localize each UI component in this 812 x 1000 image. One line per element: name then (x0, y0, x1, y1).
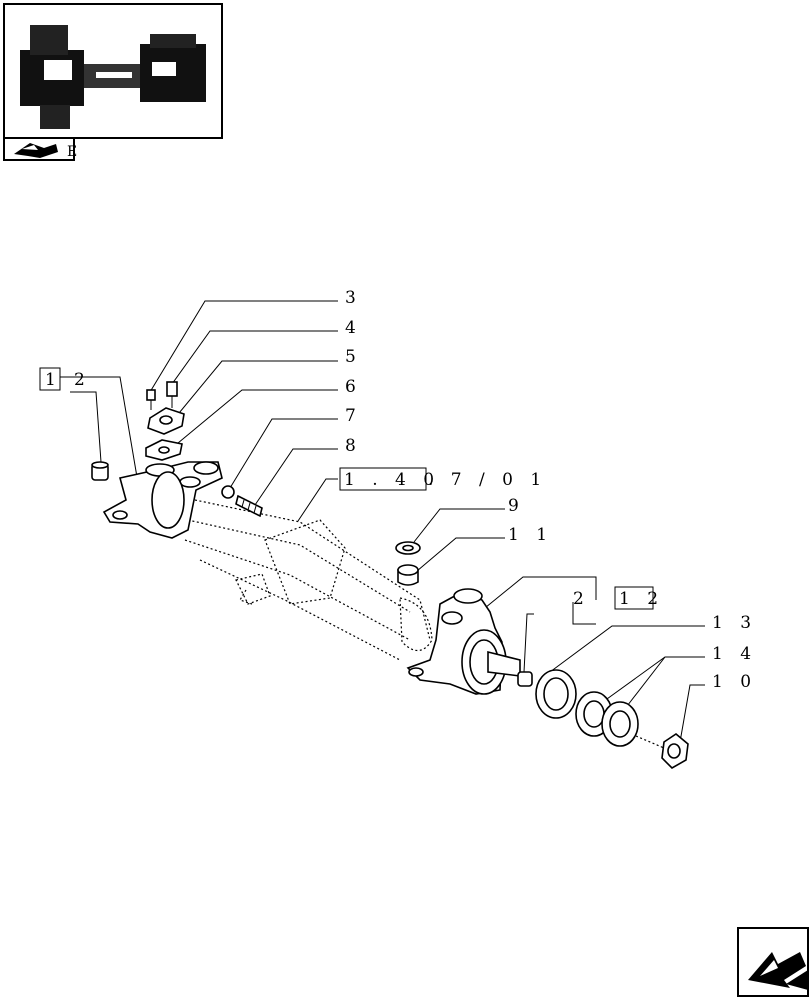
callout-3: 3 (345, 288, 362, 308)
callout-13: 1 3 (712, 613, 757, 633)
arrow-nav-icon[interactable] (737, 927, 809, 997)
part-2-left-bushing[interactable] (91, 461, 109, 481)
thumbnail-axle-image (20, 25, 206, 129)
part-7-plug[interactable] (221, 485, 235, 499)
part-14-bearing-outer[interactable] (601, 701, 639, 747)
right-steering-knuckle[interactable] (406, 588, 521, 695)
ref-box-140701[interactable]: 1 . 4 0 . 7 / 0 1 (339, 467, 547, 491)
left-steering-knuckle[interactable] (102, 461, 223, 539)
ref-box-140-suffix: . 7 / 0 1 (428, 470, 547, 490)
callout-11: 1 1 (508, 525, 553, 545)
ref-box-1-text: 1 (45, 370, 62, 390)
part-5-cover-plate[interactable] (147, 407, 185, 435)
ref-box-12[interactable]: 1 2 (614, 586, 664, 610)
overview-thumbnail[interactable]: E (3, 3, 223, 161)
callout-14: 1 4 (712, 644, 757, 664)
ref-box-140-text: 1 . 4 0 (344, 470, 440, 490)
callout-10: 1 0 (712, 672, 757, 692)
part-3-screw[interactable] (146, 389, 156, 410)
leader-lines (60, 300, 705, 743)
part-4-grease-nipple[interactable] (166, 381, 178, 408)
axle-beam-dashed (184, 499, 433, 661)
callout-6: 6 (345, 377, 362, 397)
callout-7: 7 (345, 406, 362, 426)
ref-box-1[interactable]: 1 (39, 367, 62, 391)
part-11-bushing[interactable] (397, 564, 419, 586)
part-13-seal[interactable] (535, 669, 577, 719)
part-6-gasket[interactable] (145, 439, 183, 461)
callout-9: 9 (508, 496, 525, 516)
callout-8: 8 (345, 436, 362, 456)
ref-box-12-text: 1 2 (619, 589, 664, 609)
callout-2-left: 2 (74, 370, 91, 390)
arrow-thumb-icon[interactable] (14, 143, 58, 158)
part-9-seal-ring[interactable] (395, 541, 421, 555)
part-10-nut[interactable] (635, 733, 689, 769)
callout-labels: 3 4 5 6 7 8 9 1 1 1 3 1 4 1 0 2 2 (74, 288, 757, 692)
part-8-stud[interactable] (235, 494, 263, 518)
part-2-right-bushing[interactable] (517, 671, 533, 687)
callout-5: 5 (345, 347, 362, 367)
thumbnail-corner-mark: E (67, 144, 77, 160)
callout-2-right: 2 (573, 589, 590, 609)
callout-4: 4 (345, 318, 362, 338)
